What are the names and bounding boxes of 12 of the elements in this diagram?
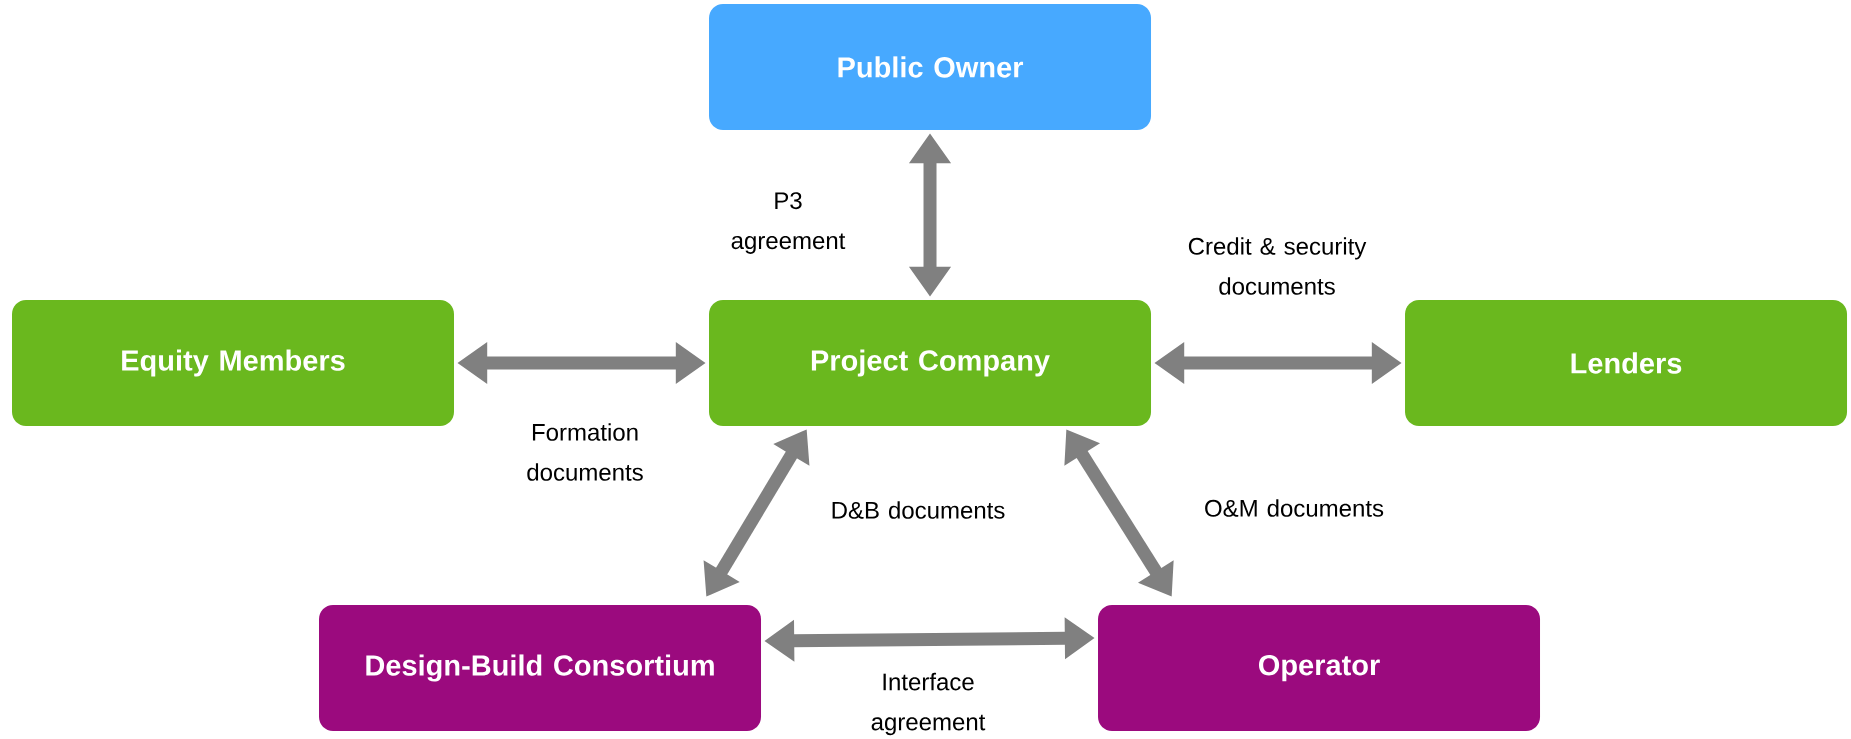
edge-label: Formation documents <box>527 423 643 481</box>
process-box: Project Company <box>709 300 1151 426</box>
edge-label: D&B documents <box>832 501 1005 519</box>
process-box: Public Owner <box>709 4 1151 130</box>
process-box: Operator <box>1098 605 1540 731</box>
edge-label: O&M documents <box>1205 499 1384 517</box>
process-box: Lenders <box>1405 300 1848 426</box>
edge-label: P3 agreement <box>731 192 846 254</box>
edge-label: Interface agreement <box>871 672 986 736</box>
edge-label: Credit & security documents <box>1188 237 1367 295</box>
process-box: Design-Build Consortium <box>319 605 761 731</box>
process-box: Equity Members <box>12 300 454 426</box>
